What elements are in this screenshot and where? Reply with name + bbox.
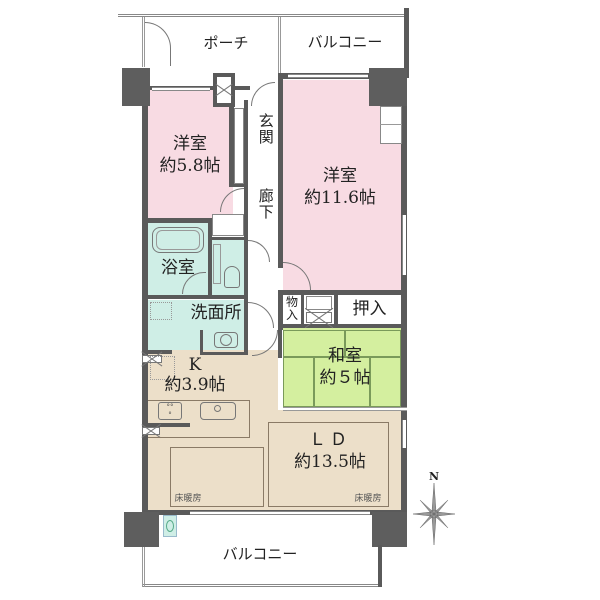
porch-gate-door[interactable] xyxy=(145,22,171,66)
pillar-bottom-left xyxy=(124,512,159,547)
stove-icon: °°° xyxy=(158,402,182,420)
bathtub-inner xyxy=(156,230,200,250)
western-room-2-name: 洋室 xyxy=(323,166,357,186)
oshiire-left-wall xyxy=(334,295,338,325)
storage[interactable] xyxy=(283,295,301,325)
washroom-right-wall xyxy=(244,330,248,355)
floor-heating-area-2 xyxy=(268,422,389,507)
balcony-left-rail xyxy=(142,547,145,587)
kitchen-name: K xyxy=(188,355,202,375)
tatami-1 xyxy=(283,330,345,357)
balcony-bottom-railing xyxy=(142,584,381,587)
right-exterior-wall xyxy=(401,80,407,515)
washbasin-icon xyxy=(214,332,238,348)
room2-side-window xyxy=(402,215,406,275)
washitsu-size: 約５帖 xyxy=(319,368,371,388)
living-dining[interactable] xyxy=(248,410,403,510)
washitsu[interactable] xyxy=(283,328,401,408)
balcony-top-label: バルコニー xyxy=(307,33,383,51)
porch-label: ポーチ xyxy=(203,34,249,52)
entrance-label: 玄関 xyxy=(256,113,275,145)
balcony-right-post xyxy=(378,545,382,587)
toilet-top-wall xyxy=(208,237,248,240)
ld-name: ＬＤ xyxy=(309,430,351,450)
bathtub xyxy=(152,227,204,253)
bath-right-wall xyxy=(208,223,212,295)
compass-rose-icon xyxy=(413,483,455,545)
bathroom-label: 浴室 xyxy=(161,258,195,278)
room1-right-wall xyxy=(229,100,234,185)
ld-bottom-window xyxy=(190,511,370,515)
kitchen-counter-wall xyxy=(148,423,190,427)
storage-right-wall xyxy=(301,295,304,325)
washing-machine-space xyxy=(150,302,172,320)
tatami-5 xyxy=(370,357,401,407)
room2-bottom-wall xyxy=(278,290,407,295)
washitsu-left-wall xyxy=(278,328,282,358)
room2-closet-divider xyxy=(380,124,402,125)
pipe-shaft-kitchen xyxy=(142,427,160,435)
pillar-top-right xyxy=(369,68,407,106)
kitchen-size: 約3.9帖 xyxy=(164,375,226,395)
compass-north-label: N xyxy=(428,470,440,483)
porch-balcony-divider xyxy=(278,17,281,73)
room2-window xyxy=(288,74,368,78)
western-room-1-name: 洋室 xyxy=(173,134,207,154)
storage-label: 物入 xyxy=(285,295,298,322)
left-exterior-wall xyxy=(142,90,148,515)
top-railing xyxy=(118,14,408,17)
room2-closet[interactable] xyxy=(380,106,402,144)
washroom-sink-wall xyxy=(200,330,203,354)
pillar-bottom-right xyxy=(372,512,407,547)
hall-left-wall xyxy=(244,100,248,340)
storage-shelf[interactable] xyxy=(306,296,332,310)
tatami-3 xyxy=(283,357,314,407)
toilet-icon xyxy=(224,266,240,288)
pipe-shaft-washroom xyxy=(142,355,162,363)
hallway[interactable] xyxy=(248,80,278,340)
floor-heating-area-1 xyxy=(170,447,264,507)
pillar-top-left xyxy=(122,68,150,106)
room1-bottom-wall xyxy=(142,218,248,223)
hallway-label: 廊下 xyxy=(256,188,275,220)
ld-side-window xyxy=(402,420,406,448)
washitsu-sill xyxy=(283,407,407,411)
porch-left-rail xyxy=(142,17,145,67)
washroom-label: 洗面所 xyxy=(190,303,242,323)
fridge-space xyxy=(150,356,175,380)
storage-pipe-shaft xyxy=(306,312,332,323)
room2-left-wall xyxy=(278,73,283,268)
hall-closet[interactable] xyxy=(212,214,244,236)
oshiire-label: 押入 xyxy=(352,299,387,319)
shoe-cabinet[interactable] xyxy=(234,108,244,184)
washbasin-bowl xyxy=(220,334,232,346)
outdoor-unit-ring xyxy=(166,520,174,532)
western-room-2-size: 約11.6帖 xyxy=(304,188,376,208)
oshiire[interactable] xyxy=(338,295,401,325)
pipe-shaft-top xyxy=(213,73,235,107)
storage-left-wall xyxy=(278,290,283,330)
tatami-2 xyxy=(345,330,401,357)
balcony-bottom-label: バルコニー xyxy=(222,545,298,563)
western-room-1[interactable] xyxy=(148,90,233,218)
washitsu-name: 和室 xyxy=(328,346,362,366)
kitchen-sink-icon xyxy=(200,402,236,420)
washroom-bottom-wall xyxy=(142,350,172,354)
toilet-tank xyxy=(213,244,221,284)
ld-size: 約13.5帖 xyxy=(294,452,366,472)
kitchen-counter xyxy=(148,400,250,438)
floor-heating-1-label: 床暖房 xyxy=(174,494,202,504)
western-room-1-size: 約5.8帖 xyxy=(159,156,221,176)
tatami-4 xyxy=(314,357,370,407)
washroom-bottom-wall-2 xyxy=(200,352,248,355)
oshiire-bottom-wall xyxy=(278,324,407,328)
floor-heating-2-label: 床暖房 xyxy=(354,494,382,504)
room1-window xyxy=(152,87,210,91)
bath-bottom-wall xyxy=(142,295,248,299)
room1-notch-wall xyxy=(229,183,248,187)
kitchen-faucet xyxy=(214,405,221,412)
top-right-post xyxy=(404,8,409,78)
